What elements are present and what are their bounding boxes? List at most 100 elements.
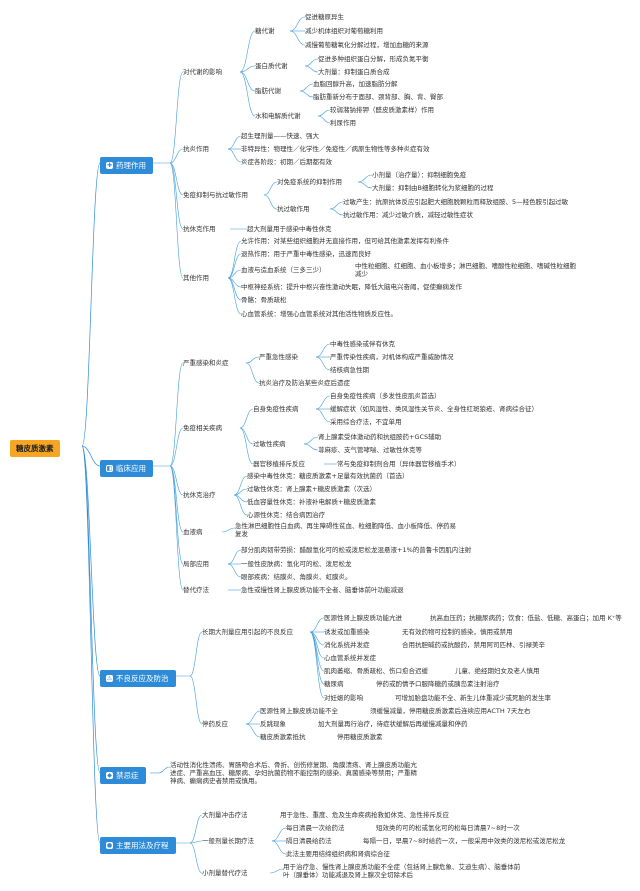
topic-alternate-day[interactable]: 隔日清晨给药法 xyxy=(286,837,332,845)
connector xyxy=(239,30,256,73)
connector xyxy=(233,494,248,516)
leaf: 急性或慢性肾上腺皮质功能不全者、脑垂体前叶功能减退 xyxy=(241,586,404,594)
connector xyxy=(189,675,203,725)
connector xyxy=(227,240,242,279)
connector xyxy=(309,631,325,659)
topic-anti-allergy[interactable]: 抗过敏作用 xyxy=(277,205,310,213)
connector xyxy=(189,840,203,844)
topic-other-effects[interactable]: 其他作用 xyxy=(183,274,209,282)
branch-pharmacology[interactable]: ✚药理作用 xyxy=(100,157,153,174)
topic-low-dose-replacement[interactable]: 小剂量替代疗法 xyxy=(202,869,248,877)
topic-blood-disease[interactable]: 血液病 xyxy=(183,528,203,536)
topic-allergic-diseases[interactable]: 过敏性疾病 xyxy=(253,440,286,448)
connector xyxy=(169,162,184,230)
connector xyxy=(289,16,306,32)
connector xyxy=(233,475,248,496)
leaf: 允许作用：对某些组织细胞并无直接作用，但可给其他激素发挥有利条件 xyxy=(241,237,449,245)
connector xyxy=(309,631,325,685)
topic-daily-morning[interactable]: 每日清晨一次给药法 xyxy=(286,824,345,832)
leaf: 荨麻疹、支气管哮喘、过敏性休克等 xyxy=(318,446,422,454)
connector xyxy=(157,766,171,774)
connector xyxy=(303,443,319,451)
connector xyxy=(239,408,254,429)
topic-long-term-adverse[interactable]: 长期大剂量应用引起的不良反应 xyxy=(202,628,293,636)
topic-immune-suppression[interactable]: 对免疫系统的抑制作用 xyxy=(277,178,342,186)
leaf: 促进糖原异生 xyxy=(305,13,344,21)
connector xyxy=(263,194,278,210)
connector xyxy=(169,465,184,533)
connector xyxy=(271,827,287,842)
leaf: 骨骼：骨质疏松 xyxy=(241,296,287,304)
shield-icon: ◆ xyxy=(106,772,113,779)
topic-autoimmune[interactable]: 自身免疫性疾病 xyxy=(253,405,299,413)
leaf: 肾上腺素受体激动药和抗组胺药+GCS辅助 xyxy=(318,433,442,441)
connector xyxy=(271,840,287,855)
topic-replacement-therapy[interactable]: 替代疗法 xyxy=(183,586,209,594)
topic-pregnancy[interactable]: 对妊娠的影响 xyxy=(324,694,363,702)
branch-clinical-use[interactable]: ◧临床应用 xyxy=(100,460,153,477)
topic-diabetes[interactable]: 糖尿病 xyxy=(324,680,344,688)
leaf: 利尿作用 xyxy=(330,119,356,127)
topic-gi-complications[interactable]: 消化系统并发症 xyxy=(324,641,370,649)
branch-adverse-reactions[interactable]: ⚠不良反应及防治 xyxy=(100,670,176,687)
connector xyxy=(329,208,344,216)
leaf: 超生理剂量——快速、强大 xyxy=(241,132,319,140)
schedule-icon: ● xyxy=(106,842,113,849)
topic-iatrogenic-insufficiency[interactable]: 医源性肾上腺皮质功能不全 xyxy=(260,707,338,715)
topic-rebound[interactable]: 反跳现象 xyxy=(260,720,286,728)
connector xyxy=(245,710,261,725)
leaf: 须缓慢减量，停用糖皮质激素后连续应用ACTH 7天左右 xyxy=(370,707,531,715)
connector xyxy=(309,631,325,699)
root-topic[interactable]: 糖皮质激素 xyxy=(10,440,60,457)
leaf: 心血管系统并发症 xyxy=(324,654,376,662)
topic-acute-infection[interactable]: 严重急性感染 xyxy=(259,353,298,361)
topic-long-term-therapy[interactable]: 一般剂量长期疗法 xyxy=(202,837,254,845)
connector xyxy=(357,174,373,183)
topic-muscle-bone[interactable]: 肌肉萎缩、骨质疏松、伤口愈合迟缓 xyxy=(324,667,428,675)
leaf: 一般性皮肤病：氢化可的松、泼尼松龙 xyxy=(241,560,352,568)
warning-icon: ⚠ xyxy=(106,675,113,682)
connector xyxy=(309,617,325,633)
branch-contraindications[interactable]: ◆禁忌症 xyxy=(100,767,146,784)
topic-resistance[interactable]: 糖皮质激素抵抗 xyxy=(260,733,306,741)
connector xyxy=(289,30,306,46)
topic-severe-infection[interactable]: 严重感染和炎症 xyxy=(183,359,229,367)
topic-protein-metabolism[interactable]: 蛋白质代谢 xyxy=(255,62,288,70)
leaf: 减少机体组织对葡萄糖利用 xyxy=(305,27,383,35)
leaf: 退热作用：用于严重中毒性感染，迅速而良好 xyxy=(241,250,371,258)
connector xyxy=(81,445,101,844)
topic-iatrogenic-hyper[interactable]: 医源性肾上腺皮质功能亢进 xyxy=(324,614,402,622)
leaf: 炎症各阶段：初期／后期都有效 xyxy=(241,158,332,166)
branch-usage-courses[interactable]: ●主要用法及疗程 xyxy=(100,837,176,854)
connector xyxy=(227,269,242,279)
connector xyxy=(269,868,284,874)
topic-anti-inflammatory[interactable]: 抗炎作用 xyxy=(183,145,209,153)
leaf: 眼部疾病：结膜炎、角膜炎、虹膜炎。 xyxy=(241,573,352,581)
leaf: 合用抗胆碱药或抗酸药，禁用阿司匹林、引禄美辛 xyxy=(402,641,545,649)
topic-blood-system[interactable]: 血液与造血系统（三多三少） xyxy=(241,266,326,274)
connector xyxy=(227,277,242,315)
connector xyxy=(315,395,331,410)
topic-immune-diseases[interactable]: 免疫相关疾病 xyxy=(183,424,222,432)
topic-water-electrolyte[interactable]: 水和电解质代谢 xyxy=(255,112,301,120)
topic-withdrawal-reaction[interactable]: 停药反应 xyxy=(202,720,228,728)
topic-immunosuppression[interactable]: 免疫抑制与抗过敏作用 xyxy=(183,191,248,199)
leaf: 促进多种组织蛋白分解，形成负氮平衡 xyxy=(318,55,429,63)
topic-shock-treatment[interactable]: 抗休克治疗 xyxy=(183,491,216,499)
topic-glucose-metabolism[interactable]: 糖代谢 xyxy=(255,27,275,35)
topic-infection-risk[interactable]: 诱发或加重感染 xyxy=(324,628,370,636)
connector xyxy=(169,71,184,164)
connector xyxy=(304,65,319,73)
topic-transplant-rejection[interactable]: 器官移植排斥反应 xyxy=(253,460,305,468)
topic-pulse-therapy[interactable]: 大剂量冲击疗法 xyxy=(202,811,248,819)
topic-fat-metabolism[interactable]: 脂肪代谢 xyxy=(255,87,281,95)
connector xyxy=(189,814,203,844)
leaf: 中枢神经系统：提升中枢兴奋性激动失眠，降低大脑电兴奋阈，促使癫痫发作 xyxy=(241,283,462,291)
leaf: 较弱潴钠排钾（醛皮质激素样）作用 xyxy=(330,106,434,114)
topic-local-use[interactable]: 局部应用 xyxy=(183,560,209,568)
connector xyxy=(189,631,203,677)
topic-anti-shock[interactable]: 抗休克作用 xyxy=(183,225,216,233)
topic-metabolism-effects[interactable]: 对代谢的影响 xyxy=(183,68,222,76)
connector xyxy=(189,842,203,874)
